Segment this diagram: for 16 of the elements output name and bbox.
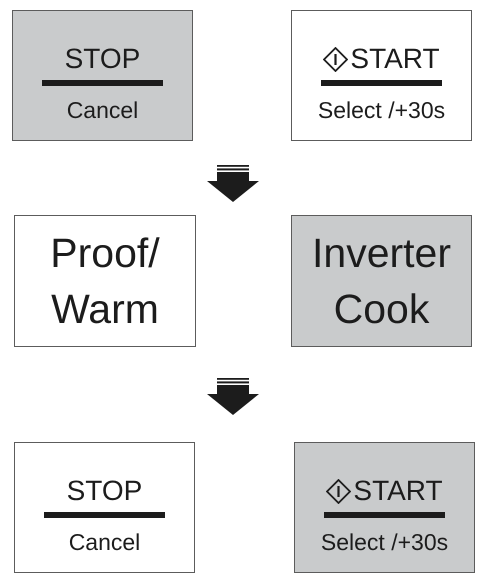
key-label: STOP [66, 475, 142, 507]
key-label: Inverter Cook [312, 229, 451, 334]
mode-key-box [291, 215, 472, 347]
key-box [14, 442, 195, 573]
key-label: STOP [64, 43, 140, 75]
key-sublabel: Cancel [66, 96, 138, 124]
key-label: START [353, 475, 443, 507]
key-sublabel: Select /+30s [320, 528, 448, 556]
key-box [291, 10, 472, 141]
key-box [294, 442, 475, 573]
key-box [12, 10, 193, 141]
key-label: Proof/ Warm [50, 229, 160, 334]
mode-key-box [14, 215, 196, 347]
key-sublabel: Cancel [68, 528, 140, 556]
key-label: START [350, 43, 440, 75]
key-sublabel: Select /+30s [318, 96, 446, 124]
